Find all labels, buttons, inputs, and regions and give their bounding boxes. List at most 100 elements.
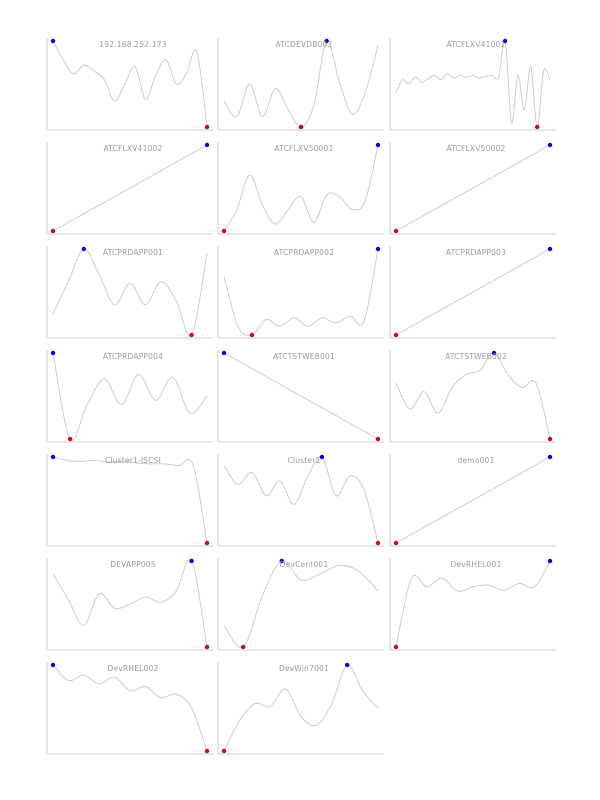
min-point-marker <box>67 436 73 442</box>
chart-title: 192.168.252.173 <box>99 40 167 49</box>
series-line <box>52 456 208 544</box>
series-line <box>223 248 379 336</box>
chart-title: ATCFLXV41001 <box>446 40 506 49</box>
chart-title: ATCTSTWEB002 <box>445 352 507 361</box>
min-point-marker <box>547 436 553 442</box>
chart-title: Cluster2 <box>287 456 321 465</box>
sparkline-svg <box>46 558 213 651</box>
sparkline-panel: ATCFLXV50002 <box>389 134 562 236</box>
sparkline-panel: ATCPRDAPP001 <box>46 238 219 340</box>
max-point-marker <box>547 558 553 564</box>
series-line <box>223 664 379 752</box>
min-point-marker <box>189 332 194 338</box>
chart-title: ATCFLXV50002 <box>446 144 506 153</box>
sparkline-panel: demo001 <box>389 446 562 548</box>
max-point-marker <box>50 350 56 356</box>
max-point-marker <box>279 558 284 564</box>
sparkline-svg <box>389 454 556 547</box>
series-line <box>223 144 379 232</box>
sparkline-panel: ATCFLXV50001 <box>217 134 390 236</box>
chart-title: ATCFLXV41002 <box>103 144 163 153</box>
min-point-marker <box>204 540 210 546</box>
series-line <box>395 144 551 232</box>
sparkline-panel: 192.168.252.173 <box>46 30 219 132</box>
sparkline-panel: ATCTSTWEB002 <box>389 342 562 444</box>
sparkline-panel: DevWin7001 <box>217 654 390 756</box>
series-line <box>223 40 379 128</box>
series-line <box>223 456 379 544</box>
sparkline-panel: ATCPRDAPP003 <box>389 238 562 340</box>
sparkline-panel: ATCDEVDB002 <box>217 30 390 132</box>
chart-title: ATCDEVDB002 <box>275 40 333 49</box>
chart-title: ATCPRDAPP004 <box>102 352 164 361</box>
sparkline-svg <box>389 558 556 651</box>
sparkline-panel: ATCFLXV41002 <box>46 134 219 236</box>
min-point-marker <box>534 124 540 130</box>
sparkline-svg <box>389 38 556 131</box>
min-point-marker <box>50 228 56 234</box>
chart-title: ATCPRDAPP001 <box>102 248 164 257</box>
sparkline-svg <box>46 662 213 755</box>
sparkline-svg <box>217 246 384 339</box>
min-point-marker <box>204 644 210 650</box>
sparkline-panel: ATCPRDAPP002 <box>217 238 390 340</box>
chart-title: DevCent001 <box>279 560 329 569</box>
chart-title: ATCPRDAPP002 <box>273 248 335 257</box>
chart-title: demo001 <box>457 456 495 465</box>
max-point-marker <box>319 454 325 460</box>
max-point-marker <box>547 246 553 252</box>
min-point-marker <box>393 228 399 234</box>
min-point-marker <box>221 748 227 754</box>
min-point-marker <box>249 332 255 338</box>
chart-title: DevRHEL002 <box>107 664 159 673</box>
max-point-marker <box>345 662 350 668</box>
series-line <box>52 558 208 648</box>
series-line <box>395 456 551 544</box>
chart-title: ATCTSTWEB001 <box>273 352 335 361</box>
sparkline-panel: DevRHEL001 <box>389 550 562 652</box>
min-point-marker <box>221 228 227 234</box>
sparkline-svg <box>46 38 213 131</box>
max-point-marker <box>324 38 329 44</box>
chart-title: DEVAPP005 <box>110 560 156 569</box>
sparkline-svg <box>389 350 556 443</box>
max-point-marker <box>189 558 194 564</box>
series-line <box>223 352 379 440</box>
sparkline-panel: DevCent001 <box>217 550 390 652</box>
series-line <box>52 144 208 232</box>
sparkline-panel: ATCTSTWEB001 <box>217 342 390 444</box>
sparkline-svg <box>389 142 556 235</box>
max-point-marker <box>547 454 553 460</box>
max-point-marker <box>81 246 86 252</box>
max-point-marker <box>502 38 508 44</box>
sparkline-panel: DEVAPP005 <box>46 550 219 652</box>
sparkline-svg <box>217 142 384 235</box>
max-point-marker <box>491 350 497 356</box>
sparkline-panel: ATCFLXV41001 <box>389 30 562 132</box>
sparkline-panel: DevRHEL002 <box>46 654 219 756</box>
chart-title: DevRHEL001 <box>450 560 502 569</box>
series-line <box>395 352 551 440</box>
max-point-marker <box>547 142 553 148</box>
sparkline-panel: ATCPRDAPP004 <box>46 342 219 444</box>
sparkline-svg <box>46 246 213 339</box>
min-point-marker <box>375 436 381 442</box>
sparkline-svg <box>217 38 384 131</box>
series-line <box>52 248 208 337</box>
max-point-marker <box>50 454 56 460</box>
max-point-marker <box>50 38 56 44</box>
min-point-marker <box>393 540 399 546</box>
chart-title: ATCFLXV50001 <box>274 144 334 153</box>
max-point-marker <box>375 142 381 148</box>
min-point-marker <box>204 748 210 754</box>
max-point-marker <box>204 142 210 148</box>
series-line <box>395 560 551 648</box>
series-line <box>395 248 551 336</box>
max-point-marker <box>375 246 381 252</box>
sparkline-svg <box>217 454 384 547</box>
min-point-marker <box>393 644 399 650</box>
sparkline-svg <box>46 454 213 547</box>
series-line <box>223 560 379 649</box>
chart-title: DevWin7001 <box>278 664 329 673</box>
